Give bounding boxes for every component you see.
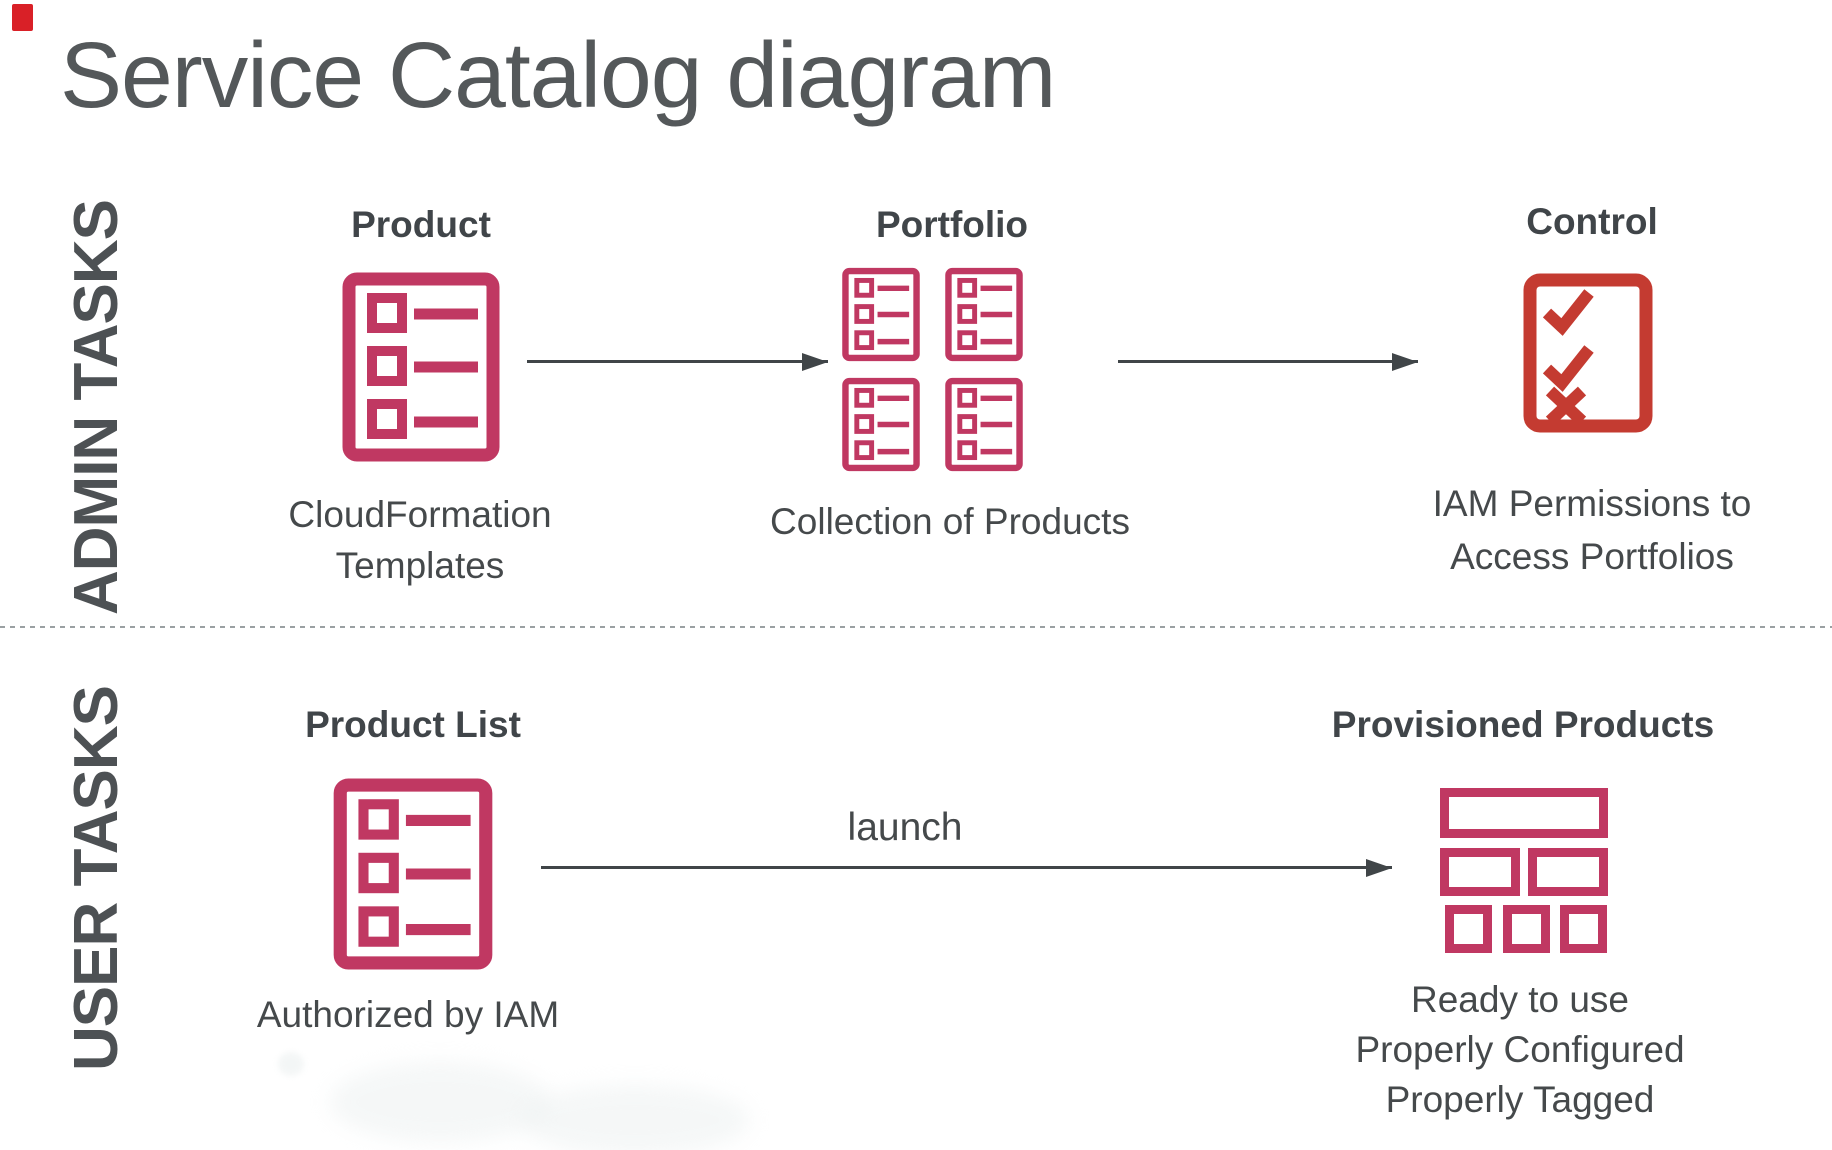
user-tasks-row-label: USER TASKS <box>62 685 131 1071</box>
arrow-launch <box>541 866 1392 869</box>
admin-tasks-row-label: ADMIN TASKS <box>62 200 131 615</box>
bricks-icon <box>1440 788 1608 953</box>
list-document-icon <box>945 377 1023 472</box>
page-title: Service Catalog diagram <box>60 23 1056 127</box>
control-heading: Control <box>1526 201 1658 242</box>
caption-line: Templates <box>335 545 505 586</box>
control-caption: IAM Permissions to Access Portfolios <box>1392 477 1792 583</box>
product-caption: CloudFormation Templates <box>245 489 595 591</box>
portfolio-caption: Collection of Products <box>720 496 1180 547</box>
faint-watermark-smudge <box>520 1085 750 1150</box>
product-heading: Product <box>351 204 491 245</box>
list-document-icon <box>842 377 920 472</box>
caption-line: Authorized by IAM <box>256 994 560 1035</box>
caption-line: Access Portfolios <box>1450 536 1734 577</box>
provisioned-products-caption: Ready to use Properly Configured Properl… <box>1320 975 1720 1125</box>
faint-watermark-smudge <box>278 1052 304 1076</box>
arrow-product-to-portfolio <box>527 360 828 363</box>
caption-line: CloudFormation <box>288 494 552 535</box>
caption-line: Ready to use <box>1410 979 1630 1020</box>
product-list-heading: Product List <box>305 704 521 745</box>
faint-watermark-smudge <box>330 1062 550 1142</box>
product-list-caption: Authorized by IAM <box>233 989 583 1040</box>
arrow-portfolio-to-control <box>1118 360 1418 363</box>
caption-line: IAM Permissions to <box>1432 483 1752 524</box>
launch-arrow-label: launch <box>847 806 963 849</box>
list-document-icon <box>342 272 500 462</box>
dotted-divider <box>0 626 1832 628</box>
provisioned-products-heading: Provisioned Products <box>1331 704 1715 745</box>
checklist-icon <box>1523 273 1653 433</box>
caption-line: Collection of Products <box>770 501 1130 542</box>
red-corner-marker <box>12 4 33 31</box>
portfolio-grid-icon <box>842 267 1023 472</box>
list-document-icon <box>945 267 1023 362</box>
list-document-icon <box>333 778 493 970</box>
caption-line: Properly Tagged <box>1385 1079 1655 1120</box>
caption-line: Properly Configured <box>1355 1029 1685 1070</box>
list-document-icon <box>842 267 920 362</box>
portfolio-heading: Portfolio <box>875 204 1029 245</box>
